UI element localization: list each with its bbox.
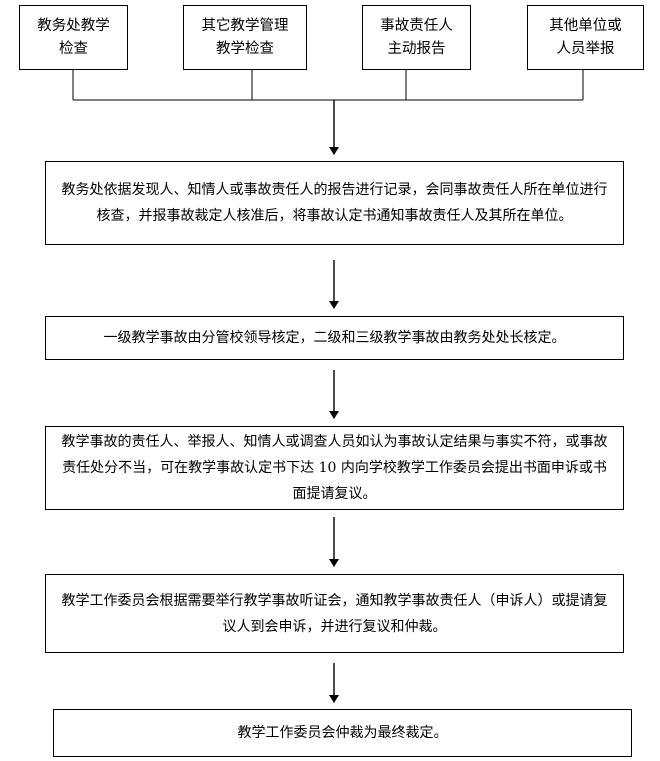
source-box-3: 事故责任人 主动报告 [362, 5, 471, 70]
step-box-4: 教学工作委员会根据需要举行教学事故听证会，通知教学事故责任人（申诉人）或提请复议… [45, 574, 624, 653]
step-box-3: 教学事故的责任人、举报人、知情人或调查人员如认为事故认定结果与事实不符，或事故责… [45, 426, 624, 510]
step-box-5: 教学工作委员会仲裁为最终裁定。 [53, 709, 632, 757]
source-label-3: 事故责任人 主动报告 [380, 17, 453, 57]
step-box-1: 教务处依据发现人、知情人或事故责任人的报告进行记录，会同事故责任人所在单位进行核… [45, 161, 624, 245]
source-box-1: 教务处教学 检查 [19, 5, 128, 70]
step-box-2: 一级教学事故由分管校领导核定，二级和三级教学事故由教务处处长核定。 [45, 316, 624, 360]
source-label-2: 其它教学管理 教学检查 [201, 17, 289, 57]
step-text-4: 教学工作委员会根据需要举行教学事故听证会，通知教学事故责任人（申诉人）或提请复议… [61, 592, 608, 635]
source-box-2: 其它教学管理 教学检查 [183, 5, 307, 70]
step-text-5: 教学工作委员会仲裁为最终裁定。 [237, 725, 448, 741]
step-text-1: 教务处依据发现人、知情人或事故责任人的报告进行记录，会同事故责任人所在单位进行核… [61, 182, 608, 224]
source-label-1: 教务处教学 检查 [37, 17, 110, 57]
source-label-4: 其他单位或 人员举报 [549, 17, 622, 57]
step-text-3: 教学事故的责任人、举报人、知情人或调查人员如认为事故认定结果与事实不符，或事故责… [61, 434, 608, 502]
source-box-4: 其他单位或 人员举报 [527, 5, 644, 70]
step-text-2: 一级教学事故由分管校领导核定，二级和三级教学事故由教务处处长核定。 [103, 330, 566, 346]
